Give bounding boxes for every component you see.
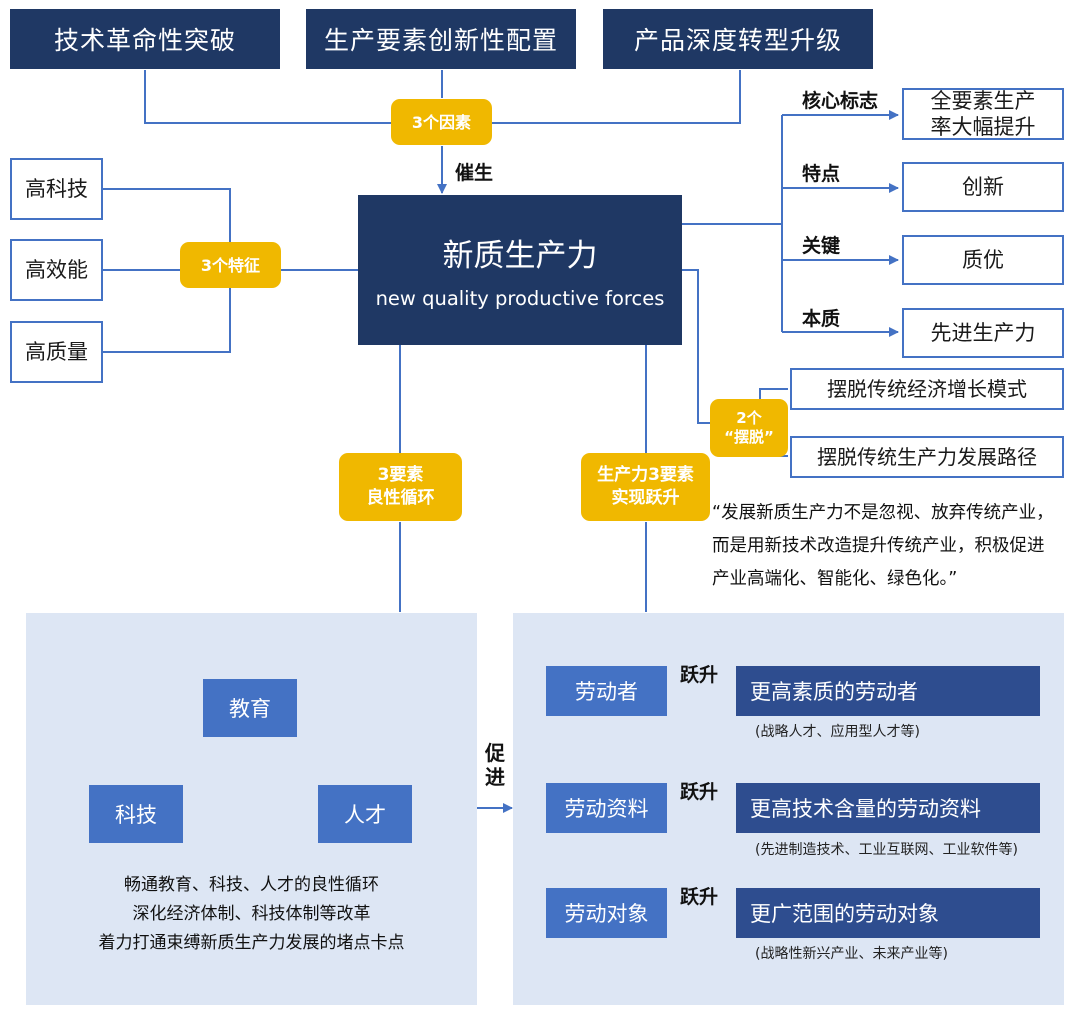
- cycle-badge-line: 3要素: [377, 465, 424, 485]
- leap-verb: 跃升: [680, 886, 719, 908]
- leap-from-label: 劳动资料: [564, 797, 649, 821]
- cycle-badge-line: 良性循环: [366, 488, 435, 508]
- leap-from-workers: 劳动者: [546, 666, 667, 716]
- cycle-desc-line: 深化经济体制、科技体制等改革: [132, 904, 371, 924]
- leap-badge-line: 生产力3要素: [597, 465, 694, 485]
- aspect-label-key: 关键: [802, 235, 841, 257]
- cycle-desc-line: 畅通教育、科技、人才的良性循环: [124, 875, 379, 895]
- cycle-node-technology: 科技: [89, 785, 183, 843]
- leap-note: (先进制造技术、工业互联网、工业软件等): [755, 842, 1018, 858]
- breakaway-item-label: 摆脱传统经济增长模式: [827, 377, 1027, 401]
- feature-label: 高科技: [25, 177, 88, 201]
- core-subtitle: new quality productive forces: [375, 287, 665, 310]
- quote: “发展新质生产力不是忽视、放弃传统产业， 而是用新技术改造提升传统产业，积极促进…: [712, 497, 1074, 596]
- factors-badge-label: 3个因素: [411, 112, 472, 132]
- breakaway-item-development-path: 摆脱传统生产力发展路径: [790, 436, 1064, 478]
- aspect-value-essence: 先进生产力: [902, 308, 1064, 358]
- leap-verb: 跃升: [680, 664, 719, 686]
- breakaway-item-label: 摆脱传统生产力发展路径: [817, 445, 1037, 469]
- aspect-label-essence: 本质: [802, 308, 841, 330]
- cycle-desc-line: 着力打通束缚新质生产力发展的堵点卡点: [98, 933, 405, 953]
- factor-box-factor-allocation: 生产要素创新性配置: [306, 9, 576, 69]
- core-box: 新质生产力 new quality productive forces: [358, 195, 682, 345]
- leap-from-label: 劳动对象: [564, 902, 649, 926]
- feature-high-quality: 高质量: [10, 321, 103, 383]
- breakaway-badge-line: 2个: [736, 409, 762, 427]
- cycle-node-talent: 人才: [318, 785, 412, 843]
- aspect-value: 创新: [962, 175, 1004, 199]
- leap-note: (战略人才、应用型人才等): [755, 724, 920, 740]
- feature-high-efficiency: 高效能: [10, 239, 103, 301]
- factor-box-tech-breakthrough: 技术革命性突破: [10, 9, 280, 69]
- leap-note: (战略性新兴产业、未来产业等): [755, 946, 948, 962]
- leap-badge-line: 实现跃升: [611, 488, 680, 508]
- leap-to-objects: 更广范围的劳动对象: [736, 888, 1040, 938]
- factors-badge: 3个因素: [391, 99, 492, 145]
- leap-to-label: 更高技术含量的劳动资料: [750, 797, 981, 821]
- core-title: 新质生产力: [442, 238, 598, 274]
- cycle-node-label: 科技: [115, 803, 157, 827]
- leap-to-workers: 更高素质的劳动者: [736, 666, 1040, 716]
- catalyst-label: 催生: [455, 162, 494, 184]
- breakaway-item-growth-model: 摆脱传统经济增长模式: [790, 368, 1064, 410]
- leap-from-means: 劳动资料: [546, 783, 667, 833]
- leap-badge: 生产力3要素 实现跃升: [581, 453, 710, 521]
- cycle-node-label: 教育: [229, 697, 271, 721]
- leap-verb: 跃升: [680, 781, 719, 803]
- leap-from-objects: 劳动对象: [546, 888, 667, 938]
- leap-to-means: 更高技术含量的劳动资料: [736, 783, 1040, 833]
- factor-box-industry-upgrade: 产品深度转型升级: [603, 9, 873, 69]
- quote-line: 而是用新技术改造提升传统产业，积极促进: [712, 536, 1045, 556]
- aspect-value-core-sign: 全要素生产率大幅提升: [902, 88, 1064, 140]
- promote-label: 促 进: [484, 741, 506, 789]
- leap-to-label: 更高素质的劳动者: [750, 680, 918, 704]
- breakaway-badge: 2个 “摆脱”: [710, 399, 788, 457]
- factor-label: 生产要素创新性配置: [323, 26, 558, 55]
- aspect-value: 质优: [962, 248, 1004, 272]
- leap-from-label: 劳动者: [575, 680, 638, 704]
- aspect-value-feature: 创新: [902, 162, 1064, 212]
- promote-label-char: 进: [485, 765, 505, 789]
- feature-label: 高效能: [25, 258, 88, 282]
- aspect-value-key: 质优: [902, 235, 1064, 285]
- quote-line: 产业高端化、智能化、绿色化。”: [712, 569, 958, 589]
- factor-label: 产品深度转型升级: [633, 26, 842, 55]
- leap-to-label: 更广范围的劳动对象: [750, 902, 939, 926]
- aspect-value: 全要素生产率大幅提升: [930, 89, 1036, 139]
- feature-label: 高质量: [25, 340, 88, 364]
- aspect-label-core-sign: 核心标志: [802, 90, 879, 112]
- feature-high-tech: 高科技: [10, 158, 103, 220]
- aspect-value: 先进生产力: [930, 321, 1036, 345]
- quote-line: “发展新质生产力不是忽视、放弃传统产业，: [712, 503, 1054, 523]
- features-badge-label: 3个特征: [200, 255, 261, 275]
- cycle-node-label: 人才: [344, 803, 386, 827]
- features-badge: 3个特征: [180, 242, 281, 288]
- aspect-label-feature: 特点: [802, 163, 841, 185]
- promote-label-char: 促: [485, 741, 505, 765]
- cycle-badge: 3要素 良性循环: [339, 453, 462, 521]
- cycle-description: 畅通教育、科技、人才的良性循环 深化经济体制、科技体制等改革 着力打通束缚新质生…: [26, 871, 477, 958]
- factor-label: 技术革命性突破: [53, 26, 236, 55]
- breakaway-badge-line: “摆脱”: [724, 428, 774, 446]
- cycle-node-education: 教育: [203, 679, 297, 737]
